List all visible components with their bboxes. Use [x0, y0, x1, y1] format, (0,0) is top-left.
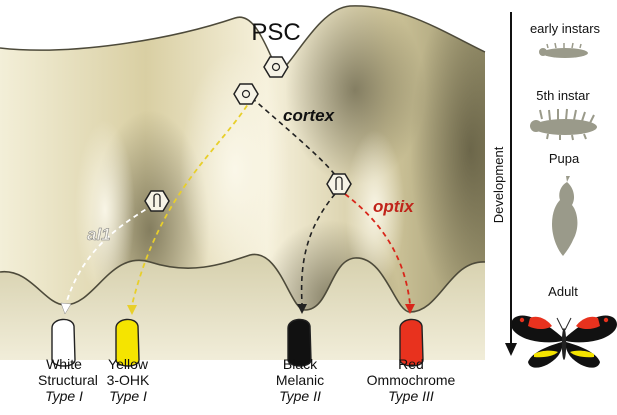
- switch-psc: [263, 56, 289, 78]
- hexagon-switch-icon: [233, 83, 259, 105]
- caterpillar-icon: [530, 108, 597, 141]
- red-scale-cell: [399, 318, 424, 367]
- scale-type: Type III: [388, 388, 434, 404]
- caterpillar-icon: [539, 42, 588, 58]
- development-axis-label: Development: [491, 146, 506, 223]
- red-lineage-arrow: [344, 193, 411, 305]
- scale-pigment: Ommochrome: [366, 372, 456, 388]
- black-arrowhead: [297, 304, 307, 314]
- chrysalis-icon: [552, 176, 578, 256]
- white-lineage-arrow: [65, 204, 154, 305]
- white-arrowhead: [60, 302, 72, 315]
- development-arrowhead: [505, 343, 517, 356]
- stage-label-early-instars: early instars: [530, 21, 601, 36]
- gene-label-al1: al1: [87, 225, 111, 244]
- yellow-scale-cell: [115, 318, 140, 367]
- scale-color-name: Yellow: [108, 356, 148, 372]
- scale-type: Type I: [45, 388, 83, 404]
- ball-icon: [241, 89, 251, 99]
- red-arrowhead: [405, 304, 415, 314]
- scale-color-name: Red: [398, 356, 424, 372]
- scale-color-name: Black: [282, 356, 318, 372]
- yellow-lineage-arrow: [131, 97, 253, 306]
- gene-label-optix: optix: [373, 197, 415, 216]
- cortex-arrow: [244, 91, 341, 183]
- stage-label-pupa: Pupa: [549, 151, 580, 166]
- switch-optix: [326, 173, 352, 195]
- epigenetic-landscape: [0, 5, 485, 360]
- hexagon-switch-icon: [144, 190, 170, 212]
- scale-pigment: Melanic: [275, 372, 325, 388]
- scale-type: Type I: [109, 388, 147, 404]
- hexagon-switch-icon: [263, 56, 289, 78]
- switch-al1: [144, 190, 170, 212]
- scale-caption-red: Red Ommochrome Type III: [361, 356, 461, 404]
- scale-caption-white: White Structural Type I: [38, 356, 98, 404]
- scale-type: Type II: [279, 388, 321, 404]
- yellow-arrowhead: [127, 305, 137, 315]
- gene-label-cortex: cortex: [283, 106, 336, 125]
- scale-caption-black: Black Melanic Type II: [272, 356, 328, 404]
- stage-label-5th-instar: 5th instar: [536, 88, 590, 103]
- psc-title: PSC: [251, 19, 300, 46]
- ball-icon: [153, 193, 161, 207]
- landscape-valley-outline: [0, 253, 486, 313]
- butterfly-icon: [511, 315, 617, 368]
- stage-label-adult: Adult: [548, 284, 578, 299]
- switch-cortex: [233, 83, 259, 105]
- scale-color-name: White: [46, 356, 82, 372]
- scale-pigment: 3-OHK: [106, 372, 150, 388]
- ball-icon: [335, 176, 343, 190]
- scale-pigment: Structural: [38, 372, 98, 388]
- scale-caption-yellow: Yellow 3-OHK Type I: [100, 356, 156, 404]
- white-scale-cell: [51, 318, 76, 367]
- black-scale-cell: [287, 318, 312, 367]
- hexagon-switch-icon: [326, 173, 352, 195]
- ball-icon: [271, 62, 281, 72]
